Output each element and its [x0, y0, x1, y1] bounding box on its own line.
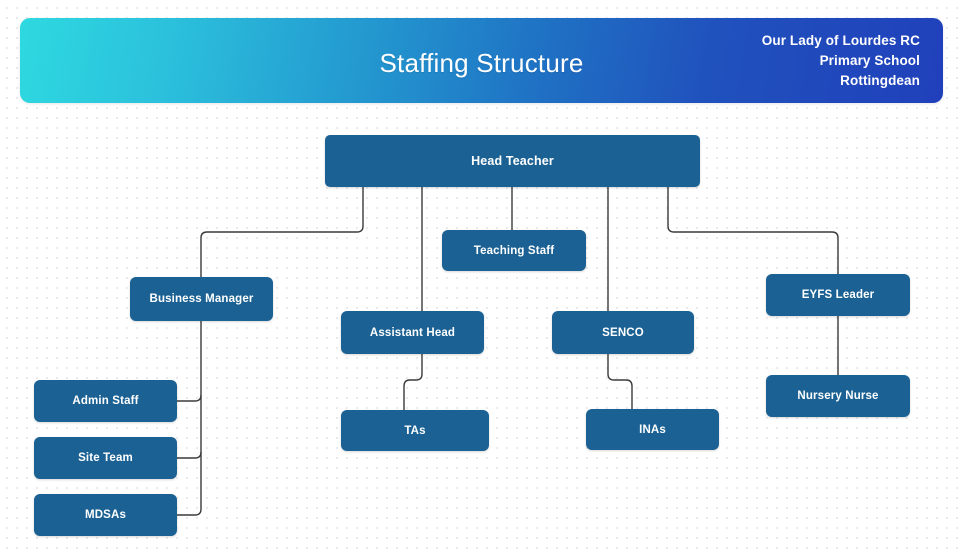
org-node-label-tas: TAs: [404, 424, 426, 437]
connector-business-manager-admin-staff: [177, 394, 202, 402]
connector-assistant-head-tas: [403, 354, 423, 410]
connector-head-teacher-business-manager: [200, 187, 364, 277]
org-node-label-business-manager: Business Manager: [149, 293, 254, 305]
org-node-label-teaching-staff: Teaching Staff: [473, 244, 555, 257]
org-node-senco[interactable]: SENCO: [552, 311, 694, 354]
org-node-label-assistant-head: Assistant Head: [369, 326, 456, 339]
org-node-label-site-team: Site Team: [78, 452, 133, 464]
org-node-label-head-teacher: Head Teacher: [471, 154, 554, 168]
connector-senco-inas: [607, 354, 633, 409]
header-banner: Staffing Structure Our Lady of Lourdes R…: [20, 18, 943, 103]
org-node-nursery-nurse[interactable]: Nursery Nurse: [766, 375, 910, 417]
org-node-head-teacher[interactable]: Head Teacher: [325, 135, 700, 187]
org-node-label-inas: INAs: [639, 423, 666, 436]
org-node-admin-staff[interactable]: Admin Staff: [34, 380, 177, 422]
org-node-tas[interactable]: TAs: [341, 410, 489, 451]
org-node-eyfs-leader[interactable]: EYFS Leader: [766, 274, 910, 316]
connector-head-teacher-eyfs-leader: [667, 187, 839, 274]
org-node-mdsas[interactable]: MDSAs: [34, 494, 177, 536]
school-name-line-2: Primary School: [819, 53, 920, 68]
school-name-line-1: Our Lady of Lourdes RC: [761, 33, 920, 48]
org-node-label-mdsas: MDSAs: [84, 509, 126, 521]
org-node-label-admin-staff: Admin Staff: [72, 395, 139, 407]
org-node-label-eyfs-leader: EYFS Leader: [801, 289, 875, 301]
connector-business-manager-trunk: [177, 321, 202, 516]
org-node-teaching-staff[interactable]: Teaching Staff: [442, 230, 586, 271]
org-node-label-nursery-nurse: Nursery Nurse: [797, 390, 879, 402]
org-node-label-senco: SENCO: [602, 326, 644, 339]
school-name: Our Lady of Lourdes RC Primary School Ro…: [600, 31, 920, 91]
org-node-assistant-head[interactable]: Assistant Head: [341, 311, 484, 354]
school-name-line-3: Rottingdean: [840, 73, 920, 88]
org-node-site-team[interactable]: Site Team: [34, 437, 177, 479]
connector-business-manager-site-team: [177, 451, 202, 459]
org-node-inas[interactable]: INAs: [586, 409, 719, 450]
org-node-business-manager[interactable]: Business Manager: [130, 277, 273, 321]
page-title: Staffing Structure: [379, 48, 584, 78]
